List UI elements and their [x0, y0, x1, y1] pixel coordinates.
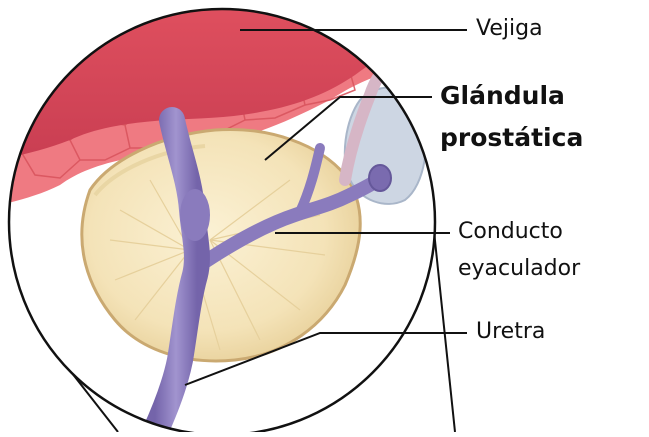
perspective-line-right: [431, 211, 456, 433]
leader-prostate: [264, 96, 432, 161]
label-prostate-line1: Glándula: [440, 81, 565, 110]
label-prostate-line2: prostática: [440, 123, 584, 152]
label-duct-line2: eyaculador: [458, 256, 581, 281]
duct-opening: [368, 164, 392, 192]
label-bladder: Vejiga: [476, 16, 543, 41]
ejaculatory-duct: [193, 171, 389, 272]
label-duct-line1: Conducto: [458, 219, 563, 244]
leader-urethra: [184, 332, 467, 386]
label-urethra: Uretra: [476, 319, 546, 344]
urethra: [142, 107, 210, 435]
